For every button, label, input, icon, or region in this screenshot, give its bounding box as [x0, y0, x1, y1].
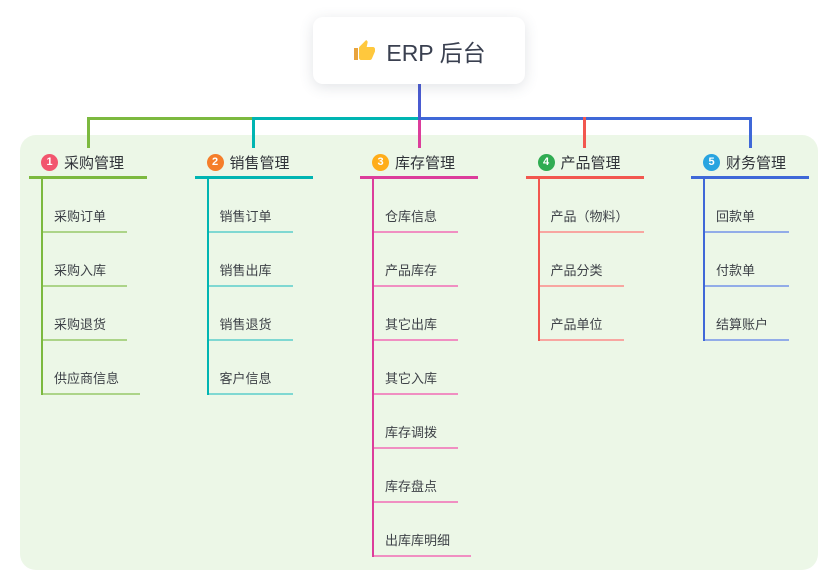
child-node-5-3[interactable]: 结算账户: [703, 314, 790, 341]
topic-node-4[interactable]: 4 产品管理: [525, 149, 644, 179]
child-node-1-4[interactable]: 供应商信息: [41, 368, 141, 395]
branch-2-children: 销售订单销售出库销售退货客户信息: [206, 179, 313, 395]
child-row: 客户信息: [206, 341, 313, 395]
child-row: 出库库明细: [372, 503, 478, 557]
connector-drop-branch-1: [86, 117, 90, 148]
child-node-4-2[interactable]: 产品分类: [537, 260, 624, 287]
branch-5: 5 财务管理回款单付款单结算账户: [691, 149, 809, 341]
branch-2-trunk-line: [206, 179, 209, 395]
branch-5-children: 回款单付款单结算账户: [703, 179, 809, 341]
child-row: 销售退货: [206, 287, 313, 341]
topic-number-badge-5: 5: [703, 154, 720, 171]
child-row: 产品（物料）: [537, 179, 644, 233]
child-row: 付款单: [703, 233, 809, 287]
topic-number-badge-1: 1: [41, 154, 58, 171]
branch-1: 1 采购管理采购订单采购入库采购退货供应商信息: [29, 149, 147, 395]
child-row: 仓库信息: [372, 179, 478, 233]
branch-3-children: 仓库信息产品库存其它出库其它入库库存调拨库存盘点出库库明细: [372, 179, 478, 557]
topic-node-3[interactable]: 3 库存管理: [360, 149, 478, 179]
topic-label-5: 财务管理: [726, 155, 787, 172]
connector-horizontal-branch-2: [253, 117, 419, 120]
topic-node-1[interactable]: 1 采购管理: [29, 149, 147, 179]
connector-drop-branch-4: [583, 117, 586, 148]
child-row: 产品库存: [372, 233, 478, 287]
branch-5-trunk-line: [703, 179, 705, 341]
child-node-4-1[interactable]: 产品（物料）: [537, 206, 644, 233]
child-node-3-4[interactable]: 其它入库: [372, 368, 459, 395]
branch-1-trunk-line: [41, 179, 43, 395]
child-node-2-2[interactable]: 销售出库: [206, 260, 293, 287]
topic-label-2: 销售管理: [229, 155, 290, 172]
child-row: 结算账户: [703, 287, 809, 341]
thumbs-up-icon: [352, 39, 376, 63]
topic-label-4: 产品管理: [560, 155, 621, 172]
child-row: 库存盘点: [372, 449, 478, 503]
child-node-5-1[interactable]: 回款单: [703, 206, 789, 233]
child-node-3-6[interactable]: 库存盘点: [372, 476, 459, 503]
child-row: 其它入库: [372, 341, 478, 395]
branch-3-trunk-line: [372, 179, 374, 557]
connector-drop-branch-2: [252, 117, 255, 148]
child-row: 采购入库: [41, 233, 147, 287]
topic-node-2[interactable]: 2 销售管理: [194, 149, 313, 179]
branch-4-trunk-line: [537, 179, 540, 341]
branch-4-children: 产品（物料） 产品分类产品单位: [537, 179, 644, 341]
child-row: 销售订单: [206, 179, 313, 233]
connector-drop-branch-3: [417, 117, 421, 148]
child-node-3-1[interactable]: 仓库信息: [372, 206, 459, 233]
branches-background-panel: [20, 135, 818, 570]
branch-1-children: 采购订单采购入库采购退货供应商信息: [41, 179, 147, 395]
child-node-3-2[interactable]: 产品库存: [372, 260, 459, 287]
child-node-2-4[interactable]: 客户信息: [206, 368, 293, 395]
child-node-2-3[interactable]: 销售退货: [206, 314, 293, 341]
branch-3: 3 库存管理仓库信息产品库存其它出库其它入库库存调拨库存盘点出库库明细: [360, 149, 478, 557]
branch-4: 4 产品管理产品（物料） 产品分类产品单位: [525, 149, 644, 341]
child-node-3-5[interactable]: 库存调拨: [372, 422, 459, 449]
child-node-5-2[interactable]: 付款单: [703, 260, 789, 287]
topic-number-badge-3: 3: [372, 154, 389, 171]
child-node-1-1[interactable]: 采购订单: [41, 206, 128, 233]
child-row: 采购退货: [41, 287, 147, 341]
child-node-2-1[interactable]: 销售订单: [206, 206, 293, 233]
root-label: ERP 后台: [386, 39, 486, 66]
connector-drop-branch-5: [748, 117, 752, 148]
root-node[interactable]: ERP 后台: [313, 17, 525, 84]
child-node-1-3[interactable]: 采购退货: [41, 314, 128, 341]
connector-horizontal-branch-1: [88, 117, 254, 120]
child-row: 产品单位: [537, 287, 644, 341]
child-row: 供应商信息: [41, 341, 147, 395]
topic-number-badge-4: 4: [537, 154, 555, 171]
topic-label-3: 库存管理: [395, 155, 456, 172]
child-row: 其它出库: [372, 287, 478, 341]
child-row: 销售出库: [206, 233, 313, 287]
topic-number-badge-2: 2: [206, 154, 224, 171]
child-row: 库存调拨: [372, 395, 478, 449]
child-row: 产品分类: [537, 233, 644, 287]
topic-node-5[interactable]: 5 财务管理: [691, 149, 809, 179]
child-node-4-3[interactable]: 产品单位: [537, 314, 624, 341]
child-row: 采购订单: [41, 179, 147, 233]
child-row: 回款单: [703, 179, 809, 233]
connector-root-stem: [417, 84, 421, 120]
branch-2: 2 销售管理销售订单销售出库销售退货客户信息: [194, 149, 313, 395]
child-node-3-7[interactable]: 出库库明细: [372, 530, 472, 557]
child-node-3-3[interactable]: 其它出库: [372, 314, 459, 341]
topic-label-1: 采购管理: [64, 155, 125, 172]
child-node-1-2[interactable]: 采购入库: [41, 260, 128, 287]
